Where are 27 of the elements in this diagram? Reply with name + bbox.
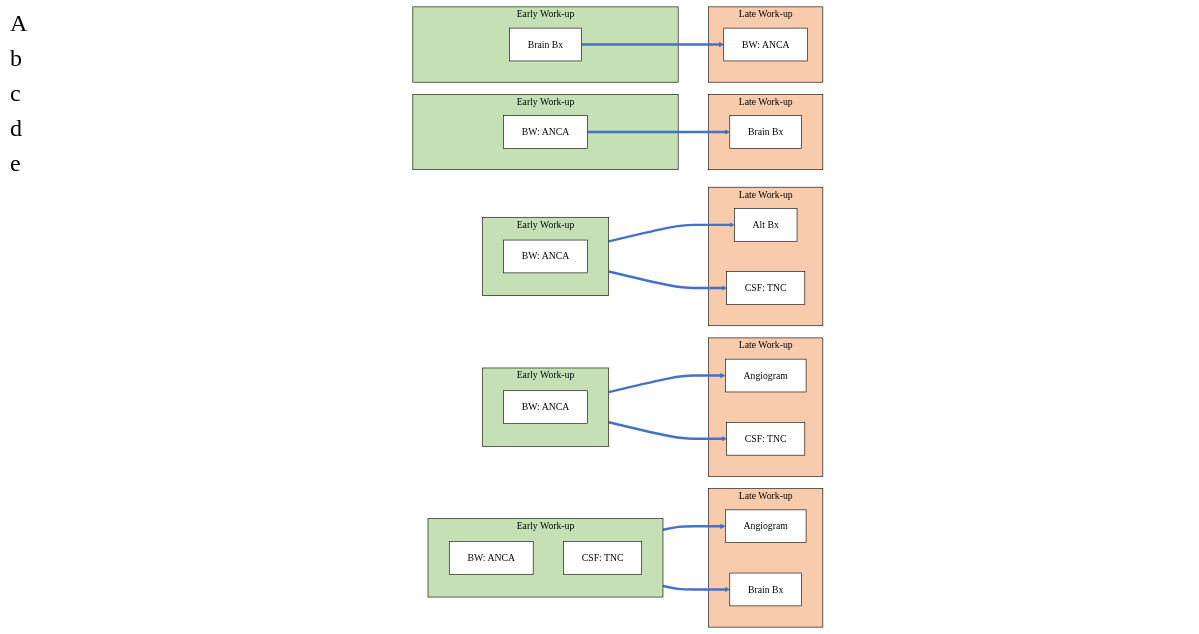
node-box: Alt Bx bbox=[734, 208, 798, 242]
node-box: BW: ANCA bbox=[503, 115, 589, 149]
arrow bbox=[608, 372, 726, 394]
node-box: CSF: TNC bbox=[563, 541, 643, 575]
arrow bbox=[587, 129, 731, 135]
node-box: BW: ANCA bbox=[503, 239, 589, 274]
node-box: Angiogram bbox=[725, 358, 807, 393]
node-box: Angiogram bbox=[725, 509, 807, 543]
panel-letter: c bbox=[10, 80, 22, 107]
arrow bbox=[608, 270, 728, 291]
node-box: CSF: TNC bbox=[726, 271, 806, 305]
node-box: Brain Bx bbox=[729, 115, 803, 149]
arrow bbox=[663, 523, 726, 532]
node-box: Brain Bx bbox=[509, 27, 583, 62]
node-box: BW: ANCA bbox=[449, 541, 534, 575]
panel-letter: b bbox=[10, 45, 23, 72]
node-box: Brain Bx bbox=[729, 572, 803, 607]
arrow bbox=[608, 222, 735, 243]
arrow bbox=[663, 584, 731, 593]
arrow bbox=[608, 421, 728, 442]
node-box: CSF: TNC bbox=[726, 422, 806, 456]
panel-letter: d bbox=[10, 115, 23, 142]
panel-letter: A bbox=[10, 10, 28, 37]
panel-letter: e bbox=[10, 150, 22, 177]
node-box: BW: ANCA bbox=[723, 27, 809, 62]
arrow bbox=[581, 41, 725, 48]
node-box: BW: ANCA bbox=[503, 390, 589, 424]
